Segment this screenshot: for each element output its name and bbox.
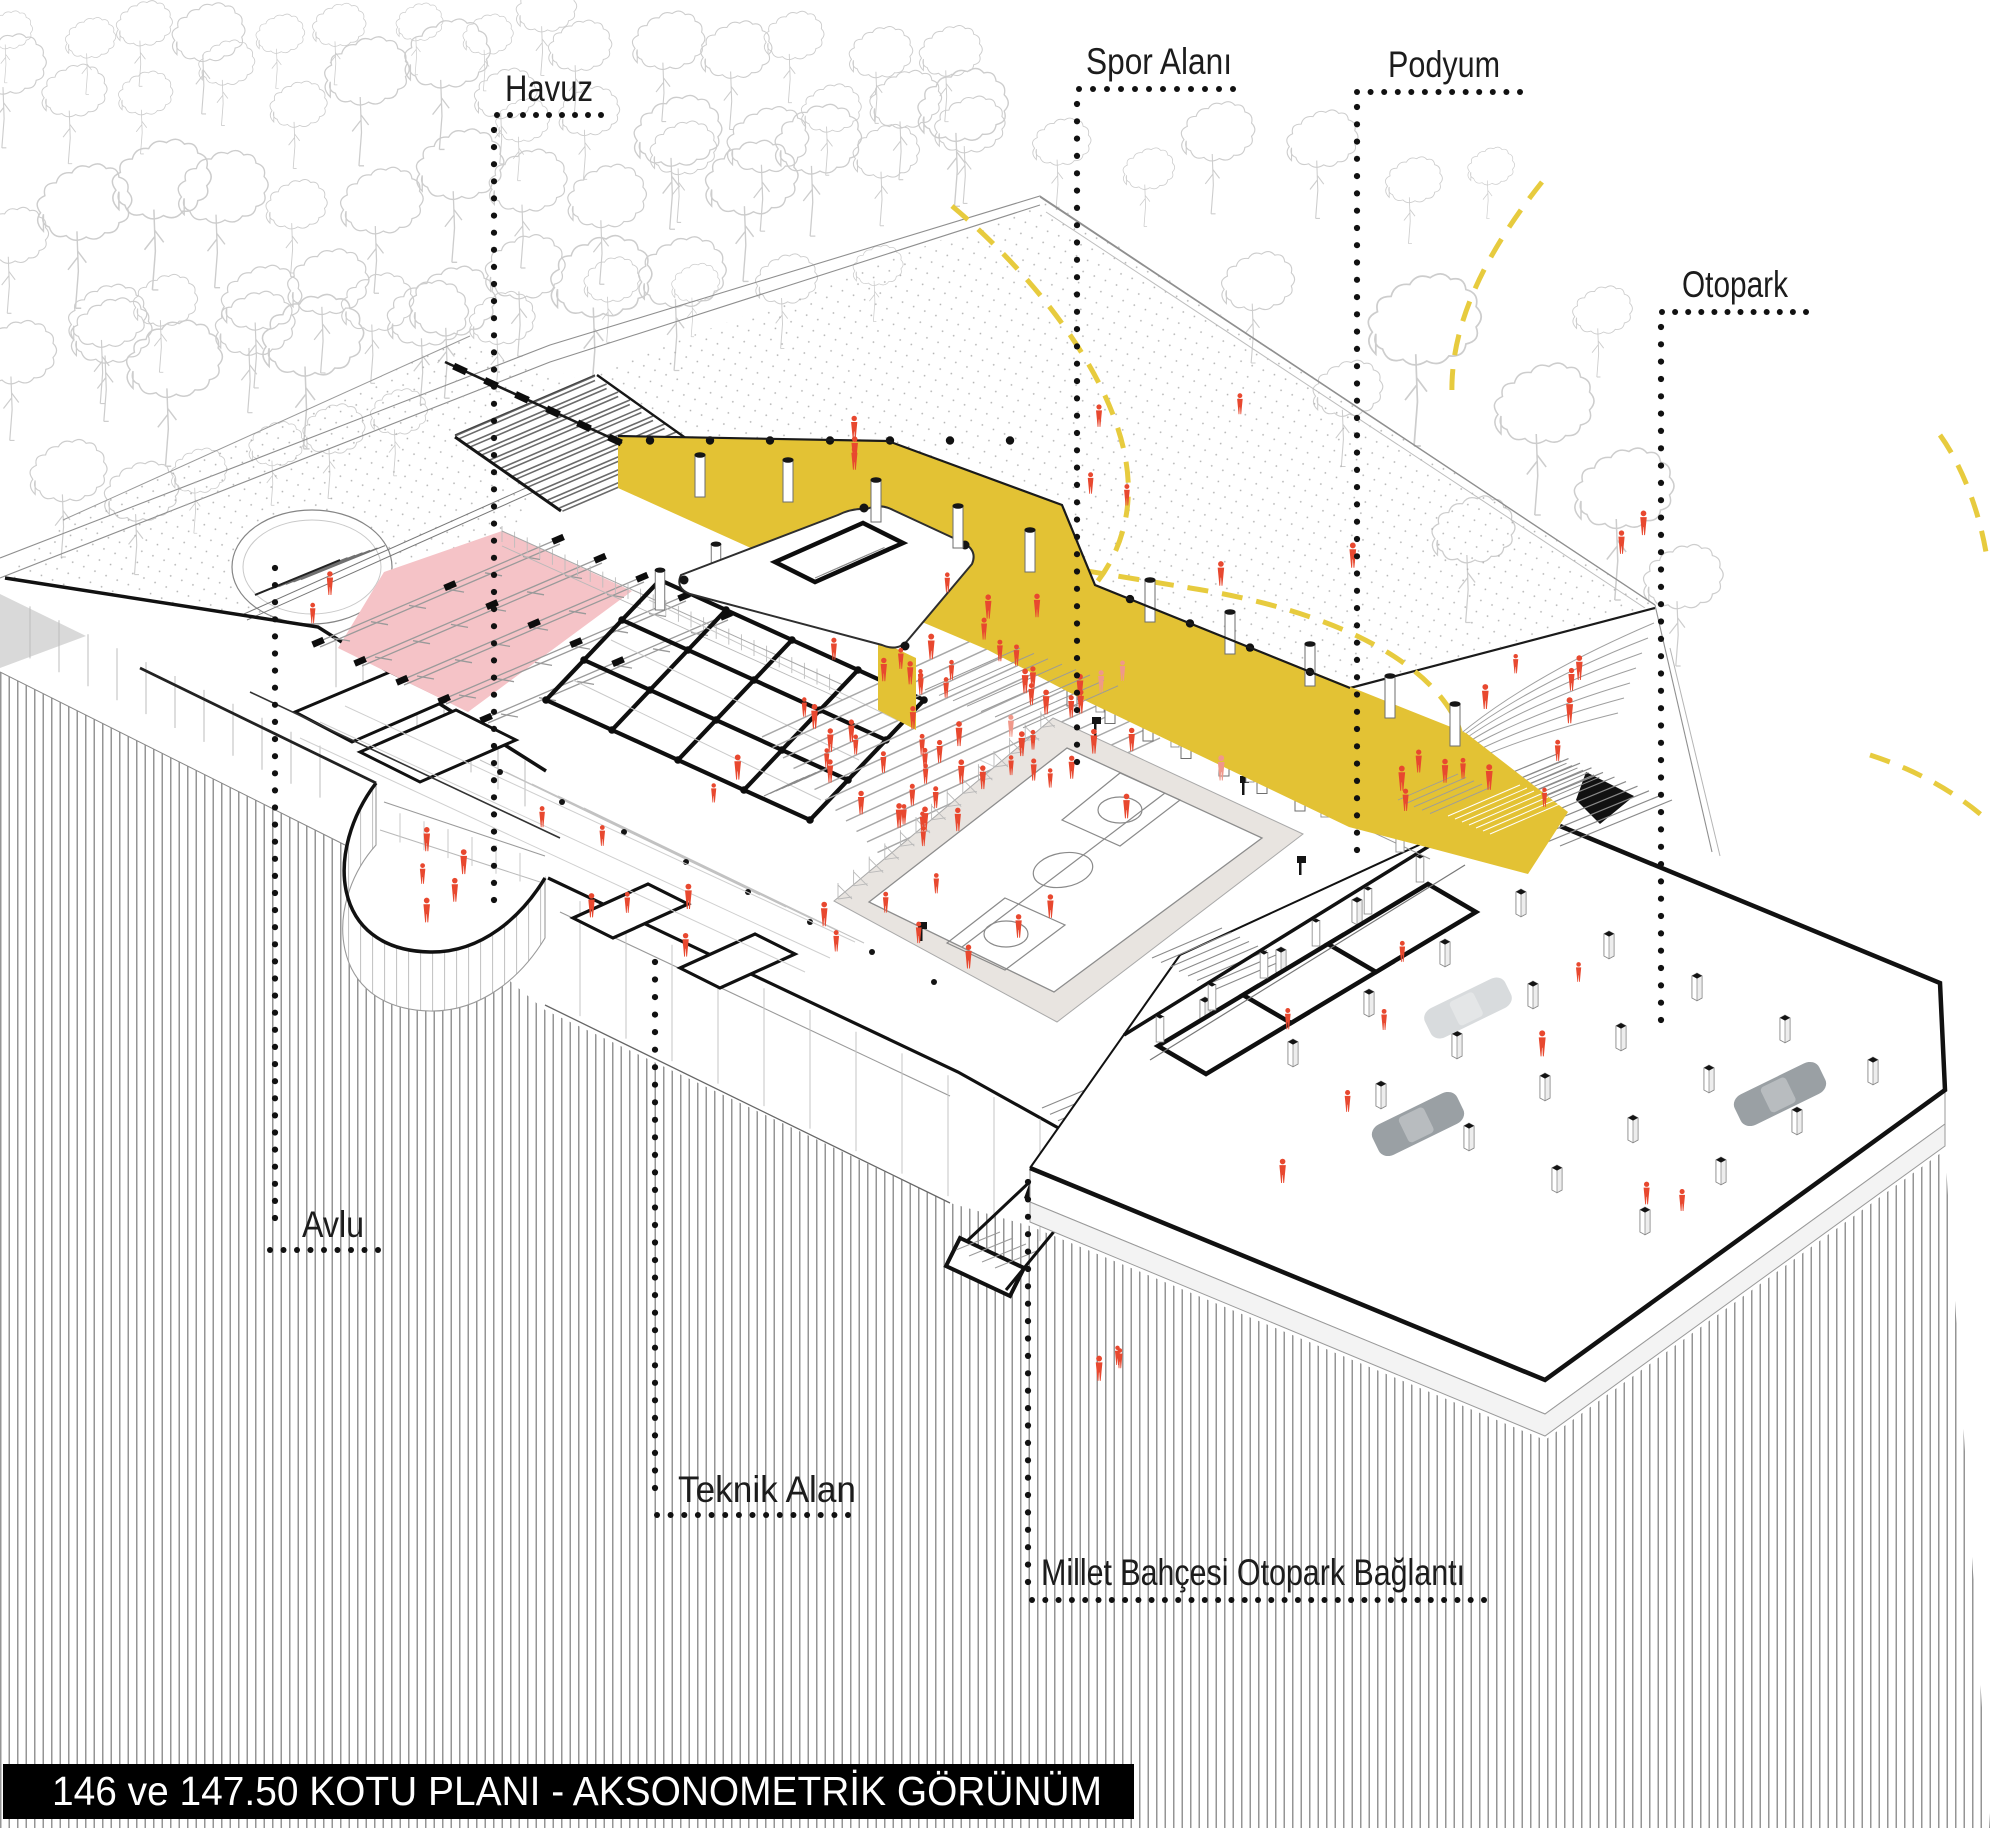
svg-text:Spor Alanı: Spor Alanı xyxy=(1086,41,1232,82)
svg-text:Millet Bahçesi Otopark Bağlant: Millet Bahçesi Otopark Bağlantı xyxy=(1041,1552,1465,1593)
svg-text:Otopark: Otopark xyxy=(1682,264,1788,305)
svg-text:Teknik Alan: Teknik Alan xyxy=(678,1469,856,1510)
svg-text:Podyum: Podyum xyxy=(1388,44,1500,85)
svg-text:Avlu: Avlu xyxy=(302,1204,364,1245)
svg-text:Havuz: Havuz xyxy=(505,68,593,109)
svg-text:146 ve 147.50 KOTU PLANI - AKS: 146 ve 147.50 KOTU PLANI - AKSONOMETRİK … xyxy=(52,1768,1102,1814)
